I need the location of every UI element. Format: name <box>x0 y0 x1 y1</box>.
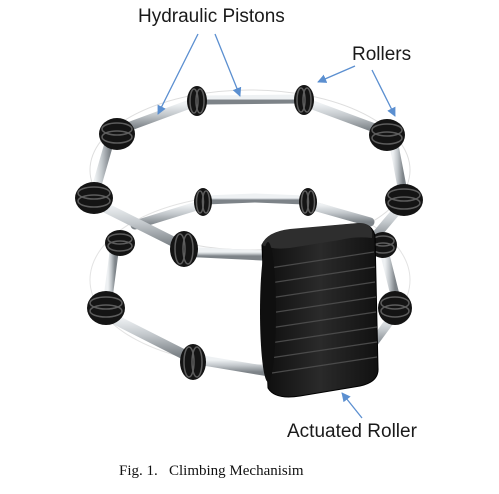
piston-rod <box>305 99 385 135</box>
roller <box>369 119 405 151</box>
piston-rod <box>195 355 277 377</box>
figure-caption: Fig. 1. Climbing Mechanisim <box>119 463 304 479</box>
arrow-rollers-left <box>317 65 356 83</box>
roller <box>378 291 412 325</box>
roller <box>299 188 317 216</box>
roller <box>294 85 314 115</box>
belt-edge-roller <box>260 242 276 382</box>
piston-rod <box>130 200 205 230</box>
roller <box>105 230 135 256</box>
roller <box>194 188 212 216</box>
piston-rod <box>250 193 310 205</box>
rollers-label: Rollers <box>352 44 412 65</box>
arrow-actuated <box>341 392 363 419</box>
roller <box>180 344 206 380</box>
annotation-arrows <box>157 33 396 419</box>
piston-rod <box>185 247 277 261</box>
hydraulic-pistons-label: Hydraulic Pistons <box>138 6 285 27</box>
arrow-rollers-right <box>371 69 396 117</box>
rollers <box>75 85 423 380</box>
piston-rod <box>120 99 195 133</box>
roller <box>75 182 113 214</box>
roller <box>385 184 423 216</box>
actuated-roller <box>260 222 379 398</box>
arrow-hydraulic-left <box>157 33 199 115</box>
roller <box>187 86 207 116</box>
lower-ring-back <box>130 193 375 230</box>
piston-rod <box>200 94 303 105</box>
arrow-hydraulic-right <box>214 33 242 97</box>
belt-body <box>261 223 379 398</box>
belt-top-fold <box>262 222 373 249</box>
piston-rod <box>305 200 375 227</box>
roller <box>170 231 198 267</box>
piston-rod <box>95 200 185 250</box>
piston-rod <box>200 193 260 205</box>
belt-grooves <box>269 251 378 374</box>
roller <box>99 118 135 150</box>
roller <box>87 291 125 325</box>
piston-rod <box>380 250 400 300</box>
piston-rod <box>107 313 190 360</box>
actuated-roller-label: Actuated Roller <box>287 421 417 442</box>
